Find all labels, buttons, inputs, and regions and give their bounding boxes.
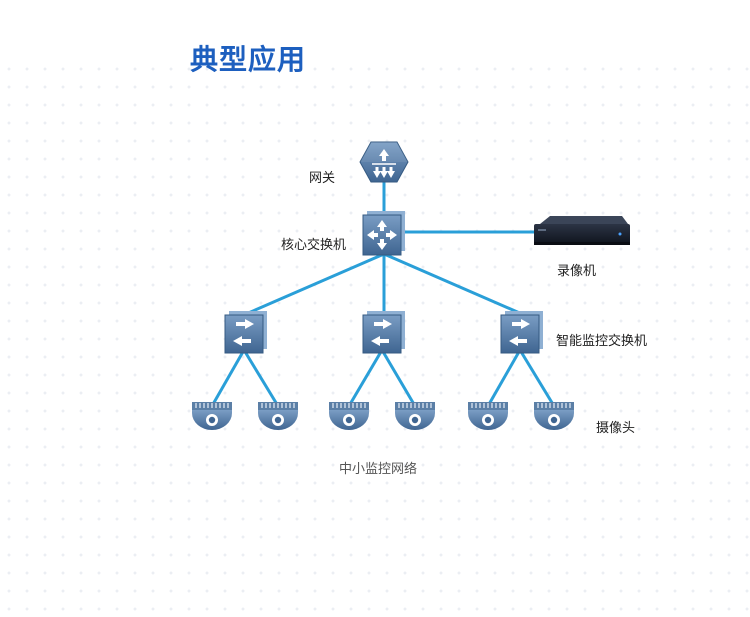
nvr-icon [534,216,630,245]
page-title: 典型应用 [190,43,307,76]
link-switch1-cam2 [242,349,280,407]
link-switch3-cam5 [486,349,522,407]
core-switch-label: 核心交换机 [281,238,347,253]
link-switch2-cam3 [347,349,384,407]
gateway-label: 网关 [309,171,336,186]
link-switch2-cam4 [380,349,417,407]
dome-camera-icon [258,402,298,430]
dome-camera-icon [329,402,369,430]
dome-camera-icon [395,402,435,430]
access-switches [224,311,543,354]
dome-camera-icon [192,402,232,430]
cameras [192,402,574,430]
router-icon [359,141,409,183]
link-core-switch-3 [383,252,523,316]
link-core-switch-1 [245,252,385,316]
core-switch-icon [362,211,405,256]
access-switch-label: 智能监控交换机 [556,334,648,349]
links [210,178,556,407]
link-switch3-cam6 [518,349,556,407]
dome-camera-icon [534,402,574,430]
dome-camera-icon [468,402,508,430]
link-switch1-cam1 [210,349,246,407]
switch-icon [224,311,267,354]
recorder-label: 录像机 [557,264,597,279]
camera-label: 摄像头 [596,421,636,436]
diagram-caption: 中小监控网络 [339,462,418,477]
switch-icon [362,311,405,354]
switch-icon [500,311,543,354]
